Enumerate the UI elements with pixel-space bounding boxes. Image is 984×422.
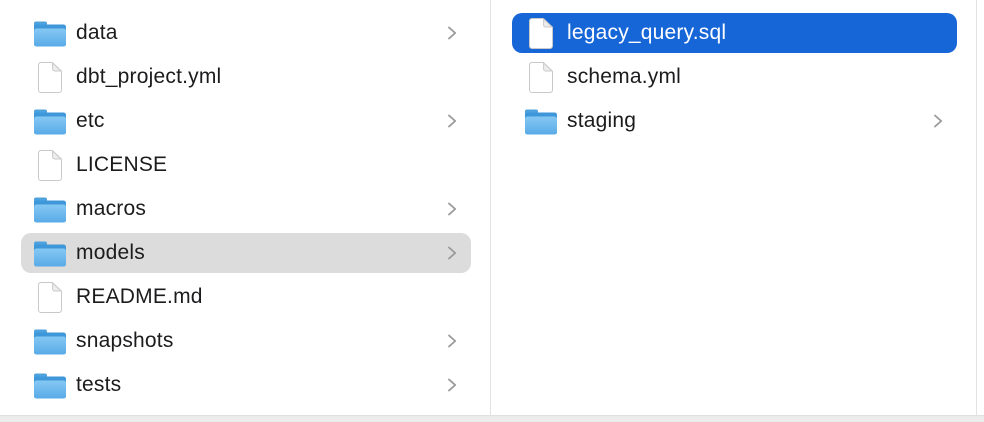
file-row-models[interactable]: models [0, 231, 490, 275]
file-icon [38, 149, 62, 181]
chevron-right-icon [448, 202, 457, 216]
row-selection-area[interactable]: data [21, 13, 471, 53]
folder-icon [34, 241, 66, 266]
file-name-label: models [76, 240, 145, 264]
file-row-legacy-query-sql[interactable]: legacy_query.sql [491, 11, 976, 55]
file-name-label: README.md [76, 284, 203, 308]
file-name-label: tests [76, 372, 122, 396]
file-icon [38, 61, 62, 93]
finder-column-current: legacy_query.sql [491, 0, 977, 422]
file-row-dbt-project-yml[interactable]: dbt_project.yml [0, 55, 490, 99]
file-name-label: schema.yml [567, 64, 682, 88]
row-selection-area[interactable]: legacy_query.sql [512, 13, 957, 53]
finder-column-empty [977, 0, 984, 422]
file-name-label: macros [76, 196, 147, 220]
file-icon [529, 17, 553, 49]
file-name-label: dbt_project.yml [76, 64, 222, 88]
file-name-label: etc [76, 108, 105, 132]
file-row-data[interactable]: data [0, 11, 490, 55]
file-row-license[interactable]: LICENSE [0, 143, 490, 187]
chevron-right-icon [448, 26, 457, 40]
file-name-label: LICENSE [76, 152, 168, 176]
row-selection-area[interactable]: README.md [21, 277, 471, 317]
file-name-label: data [76, 20, 118, 44]
file-icon [529, 61, 553, 93]
file-name-label: snapshots [76, 328, 174, 352]
chevron-right-icon [448, 334, 457, 348]
horizontal-scrollbar-track [0, 415, 984, 422]
folder-icon [34, 373, 66, 398]
chevron-right-icon [448, 378, 457, 392]
row-selection-area[interactable]: macros [21, 189, 471, 229]
row-selection-area[interactable]: snapshots [21, 321, 471, 361]
folder-icon [34, 21, 66, 46]
chevron-right-icon [448, 246, 457, 260]
finder-column-parent: data [0, 0, 491, 422]
row-selection-area[interactable]: tests [21, 365, 471, 405]
folder-icon [34, 329, 66, 354]
chevron-right-icon [934, 114, 943, 128]
chevron-right-icon [448, 114, 457, 128]
folder-icon [525, 109, 557, 134]
file-row-snapshots[interactable]: snapshots [0, 319, 490, 363]
row-selection-area[interactable]: schema.yml [512, 57, 957, 97]
row-selection-area[interactable]: dbt_project.yml [21, 57, 471, 97]
row-selection-area[interactable]: etc [21, 101, 471, 141]
folder-icon [34, 109, 66, 134]
file-row-tests[interactable]: tests [0, 363, 490, 407]
file-row-schema-yml[interactable]: schema.yml [491, 55, 976, 99]
file-row-etc[interactable]: etc [0, 99, 490, 143]
row-selection-area[interactable]: staging [512, 101, 957, 141]
file-row-macros[interactable]: macros [0, 187, 490, 231]
row-selection-area[interactable]: LICENSE [21, 145, 471, 185]
file-name-label: staging [567, 108, 637, 132]
file-name-label: legacy_query.sql [567, 20, 727, 44]
file-row-readme-md[interactable]: README.md [0, 275, 490, 319]
file-icon [38, 281, 62, 313]
folder-icon [34, 197, 66, 222]
row-selection-area[interactable]: models [21, 233, 471, 273]
file-row-staging[interactable]: staging [491, 99, 976, 143]
